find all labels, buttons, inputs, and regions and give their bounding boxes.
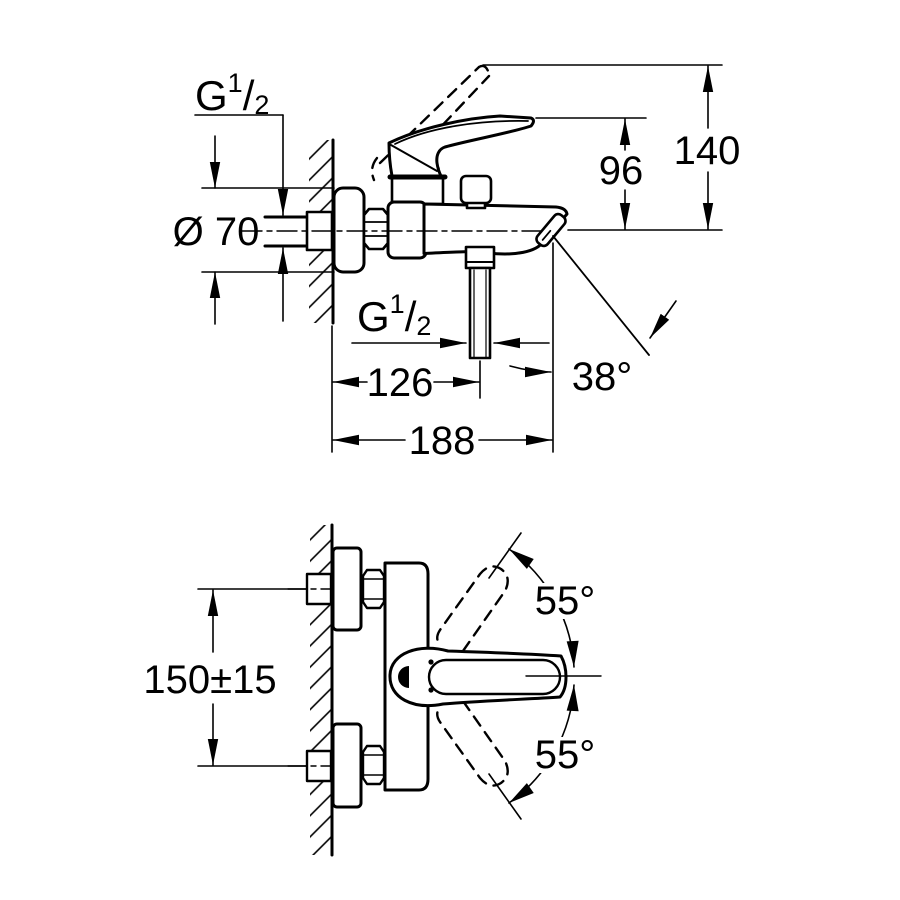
hose-depth-label: 126 (367, 361, 434, 405)
side-view-dimensions (194, 64, 723, 453)
spray-angle-label: 38° (572, 355, 633, 399)
aerator (535, 212, 567, 248)
arc-arrowheads (509, 549, 579, 803)
lever-swing-dashed (436, 565, 509, 787)
escutcheon-lower (331, 722, 363, 809)
escutcheon-diameter-label: Ø 70 (173, 210, 260, 254)
top-view: 150±15 55° 55° (143, 523, 602, 857)
swing-lower-label: 55° (535, 733, 596, 777)
diverter-knob (459, 174, 493, 210)
hose-outlet-pipe (464, 245, 496, 360)
escutcheon-upper (331, 546, 363, 632)
escutcheon-side (332, 186, 366, 274)
side-view: G1/2 Ø 70 140 96 G1/2 126 188 38° (173, 64, 741, 463)
swing-upper-label: 55° (535, 579, 596, 623)
hose-thread-label: G1/2 (357, 289, 431, 341)
cartridge-housing (387, 174, 448, 206)
total-height-label: 140 (674, 129, 741, 173)
union-hex-nut-lower (361, 744, 386, 786)
lever-handle-top (388, 646, 602, 707)
union-hex-nut-side (362, 207, 390, 251)
spout-body (422, 202, 569, 256)
spray-direction-line (552, 235, 650, 356)
lever-handle-side (387, 114, 535, 178)
body-connector (386, 200, 428, 260)
total-depth-label: 188 (409, 419, 476, 463)
wall-thread-label: G1/2 (195, 68, 269, 120)
union-hex-nut-upper (361, 568, 386, 610)
handle-marking (398, 666, 409, 688)
connection-spacing-label: 150±15 (143, 658, 276, 702)
handle-height-label: 96 (599, 149, 644, 193)
